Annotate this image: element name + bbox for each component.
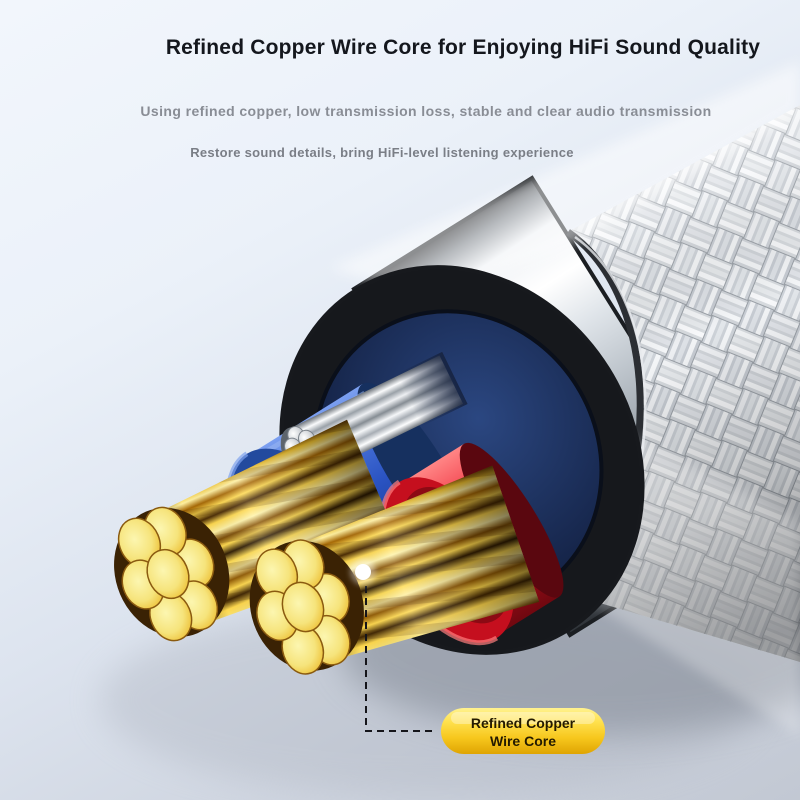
- callout-badge: Refined Copper Wire Core: [441, 708, 605, 754]
- callout-dash-line: [365, 586, 436, 732]
- subheadline-1: Using refined copper, low transmission l…: [140, 103, 712, 119]
- subheadline-2: Restore sound details, bring HiFi-level …: [190, 145, 574, 160]
- callout: Refined Copper Wire Core: [350, 559, 605, 754]
- callout-label-line2: Wire Core: [490, 733, 556, 749]
- callout-marker-dot: [355, 564, 371, 580]
- headline-title: Refined Copper Wire Core for Enjoying Hi…: [165, 36, 761, 59]
- callout-label-line1: Refined Copper: [471, 715, 576, 731]
